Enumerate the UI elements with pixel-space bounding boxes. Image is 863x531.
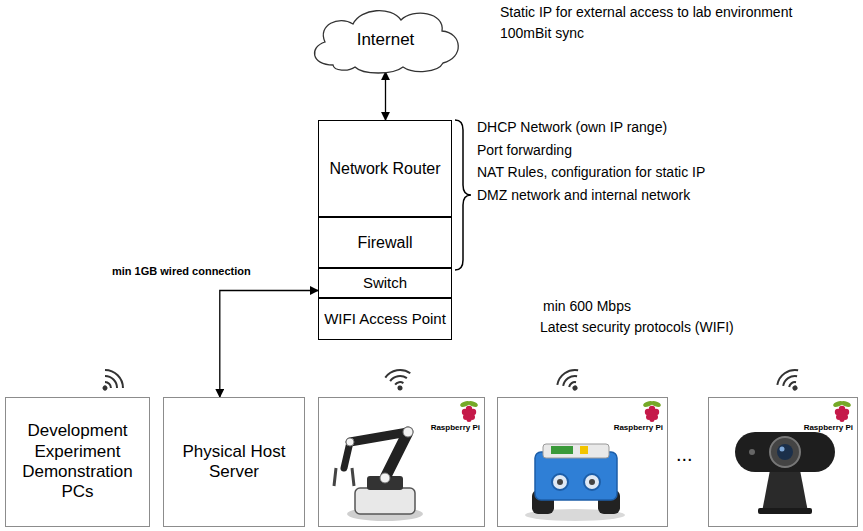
- node-text: Switch: [363, 274, 407, 292]
- cloud-shape: Internet: [303, 5, 468, 75]
- wifi-symbol: [94, 366, 126, 398]
- connector-arrow: [220, 291, 318, 398]
- webcam-illustration: [735, 432, 835, 514]
- router-box: Network Router: [318, 120, 452, 217]
- device-box: Raspberry Pi: [708, 397, 858, 527]
- node-text: Internet: [357, 30, 415, 50]
- raspberry-pi-logo: [642, 400, 661, 422]
- note-label: Static IP for external access to lab env…: [500, 4, 792, 21]
- node-text: Raspberry Pi: [431, 423, 480, 433]
- wifi-symbol: [774, 366, 807, 397]
- node-text: Raspberry Pi: [804, 423, 853, 433]
- firewall-box: Firewall: [318, 217, 452, 268]
- robot-car-illustration: [525, 444, 625, 521]
- note-label: Latest security protocols (WIFI): [540, 319, 734, 336]
- connector-arrow: [385, 72, 386, 120]
- node-text: Physical Host Server: [170, 442, 298, 483]
- note-label: min 1GB wired connection: [112, 265, 251, 278]
- raspberry-pi-logo: [459, 400, 478, 422]
- note-label: NAT Rules, configuration for static IP: [477, 164, 705, 181]
- switch-box: Switch: [318, 268, 452, 298]
- note-label: Port forwarding: [477, 142, 572, 159]
- brace: [455, 120, 471, 270]
- node-text: Raspberry Pi: [614, 423, 663, 433]
- pc-box: Development Experiment Demonstration PCs: [5, 397, 150, 527]
- note-label: DMZ network and internal network: [477, 187, 690, 204]
- raspberry-pi-logo: [832, 400, 851, 422]
- note-label: DHCP Network (own IP range): [477, 119, 667, 136]
- note-label: 100mBit sync: [500, 25, 584, 42]
- server-box: Physical Host Server: [163, 397, 305, 527]
- ellipsis: ...: [676, 442, 693, 466]
- node-text: Development Experiment Demonstration PCs: [12, 421, 143, 503]
- access-point-box: WIFI Access Point: [318, 298, 452, 340]
- device-box: Raspberry Pi: [318, 397, 485, 527]
- wifi-symbol: [554, 366, 587, 397]
- device-box: Raspberry Pi: [497, 397, 668, 527]
- robot-arm-illustration: [334, 427, 423, 521]
- node-text: Network Router: [329, 159, 440, 178]
- node-text: WIFI Access Point: [324, 310, 446, 328]
- node-text: Firewall: [357, 233, 412, 252]
- note-label: min 600 Mbps: [543, 298, 631, 315]
- wifi-symbol: [384, 368, 413, 393]
